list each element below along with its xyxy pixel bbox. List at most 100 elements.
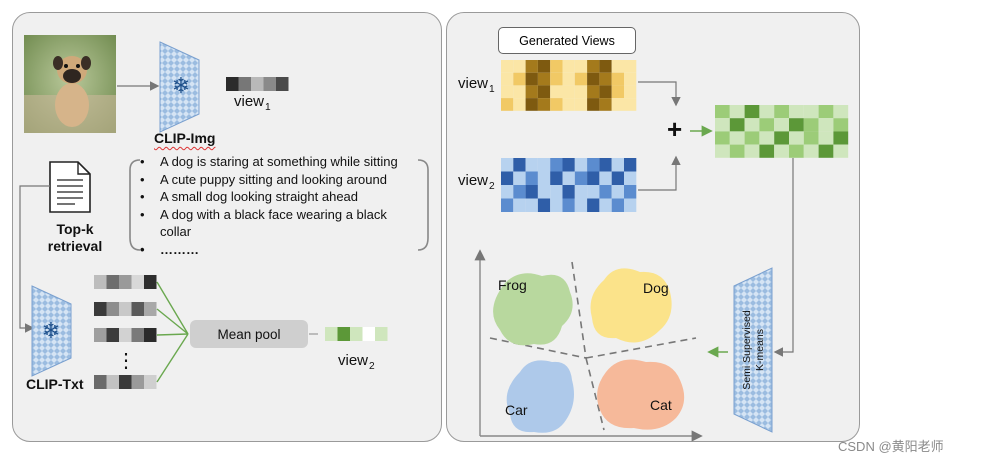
view2-to-plus-arrow — [638, 155, 681, 191]
feature-cell — [574, 185, 588, 199]
strip-cell — [94, 375, 107, 389]
feature-cell — [744, 144, 760, 158]
feature-cell — [550, 198, 563, 212]
feature-cell — [624, 85, 637, 99]
feature-cell — [550, 185, 563, 199]
frog-label: Frog — [498, 277, 527, 293]
feature-cell — [501, 198, 514, 212]
feature-cell — [501, 171, 514, 185]
document-icon — [49, 161, 91, 213]
feature-cell — [562, 60, 575, 73]
feature-cell — [513, 198, 526, 212]
strip-cell — [263, 77, 276, 91]
feature-cell — [501, 72, 514, 86]
strip-cell — [131, 328, 144, 342]
feature-cell — [550, 85, 563, 99]
view2-left-label: view2 — [338, 352, 375, 372]
feature-cell — [611, 171, 624, 185]
feature-cell — [537, 98, 551, 111]
feature-cell — [759, 144, 775, 158]
feature-cell — [774, 131, 789, 145]
feature-cell — [624, 198, 637, 212]
strip-cell — [251, 77, 264, 91]
cat-cluster — [597, 359, 685, 430]
feature-cell — [744, 118, 760, 132]
feature-cell — [574, 98, 588, 111]
feature-cell — [587, 171, 600, 185]
sentence-item: A dog is staring at something while sitt… — [140, 153, 415, 171]
feature-cell — [803, 144, 819, 158]
feature-cell — [599, 85, 612, 99]
feature-cell — [550, 171, 563, 185]
feature-cell — [599, 171, 612, 185]
strip-cell — [350, 327, 363, 341]
feature-cell — [729, 118, 745, 132]
strip-cell — [337, 327, 350, 341]
view1-to-plus-arrow — [638, 81, 681, 107]
feature-cell — [574, 72, 588, 86]
text-embedding-strips — [94, 275, 157, 389]
strip-cell — [276, 77, 289, 91]
feature-cell — [537, 171, 551, 185]
feature-cell — [833, 131, 849, 145]
feature-cell — [501, 85, 514, 99]
feature-cell — [818, 105, 834, 119]
frog-cluster — [493, 273, 573, 346]
feature-cell — [789, 118, 804, 132]
strip-cell — [106, 375, 119, 389]
feature-cell — [774, 105, 789, 119]
feature-cell — [525, 72, 538, 86]
strip-cell — [144, 302, 157, 316]
feature-cell — [525, 198, 538, 212]
feature-cell — [562, 171, 575, 185]
feature-cell — [513, 185, 526, 199]
feature-cell — [599, 72, 612, 86]
strip-cell — [94, 302, 107, 316]
feature-cell — [574, 60, 588, 73]
feature-cell — [525, 171, 538, 185]
feature-cell — [574, 158, 588, 172]
view1-generated-grid — [501, 60, 637, 111]
generated-views-box: Generated Views — [498, 27, 636, 54]
fused-to-kmeans-arrow — [773, 158, 794, 357]
feature-cell — [789, 144, 804, 158]
feature-cell — [562, 198, 575, 212]
strip-cell — [131, 302, 144, 316]
feature-cell — [550, 72, 563, 86]
strip-cell — [131, 275, 144, 289]
strip-cell — [119, 375, 132, 389]
strip-cell — [226, 77, 239, 91]
feature-cell — [525, 60, 538, 73]
feature-cell — [513, 85, 526, 99]
strip-cell — [106, 302, 119, 316]
feature-cell — [833, 144, 849, 158]
feature-cell — [624, 158, 637, 172]
feature-cell — [574, 198, 588, 212]
feature-cell — [537, 198, 551, 212]
feature-cell — [537, 60, 551, 73]
feature-cell — [624, 60, 637, 73]
snowflake-icon: ❄ — [172, 73, 190, 98]
strip-cell — [238, 77, 251, 91]
feature-cell — [833, 105, 849, 119]
vertical-ellipsis: ⋮ — [116, 350, 136, 372]
strip-cell — [375, 327, 388, 341]
doc-to-txt-encoder-arrow — [19, 185, 50, 333]
view1-feature-strip — [226, 77, 289, 91]
feature-cell — [562, 72, 575, 86]
strip-cell — [144, 328, 157, 342]
dog-cluster — [590, 268, 672, 343]
strip-cell — [106, 328, 119, 342]
feature-cell — [611, 60, 624, 73]
feature-cell — [587, 85, 600, 99]
feature-cell — [624, 72, 637, 86]
feature-cell — [574, 171, 588, 185]
strip-cell — [119, 328, 132, 342]
strip-cell — [94, 275, 107, 289]
view1-label: view1 — [234, 93, 271, 113]
kmeans-module — [733, 267, 773, 433]
feature-cell — [789, 131, 804, 145]
dog-photo — [24, 35, 116, 133]
feature-cell — [587, 98, 600, 111]
